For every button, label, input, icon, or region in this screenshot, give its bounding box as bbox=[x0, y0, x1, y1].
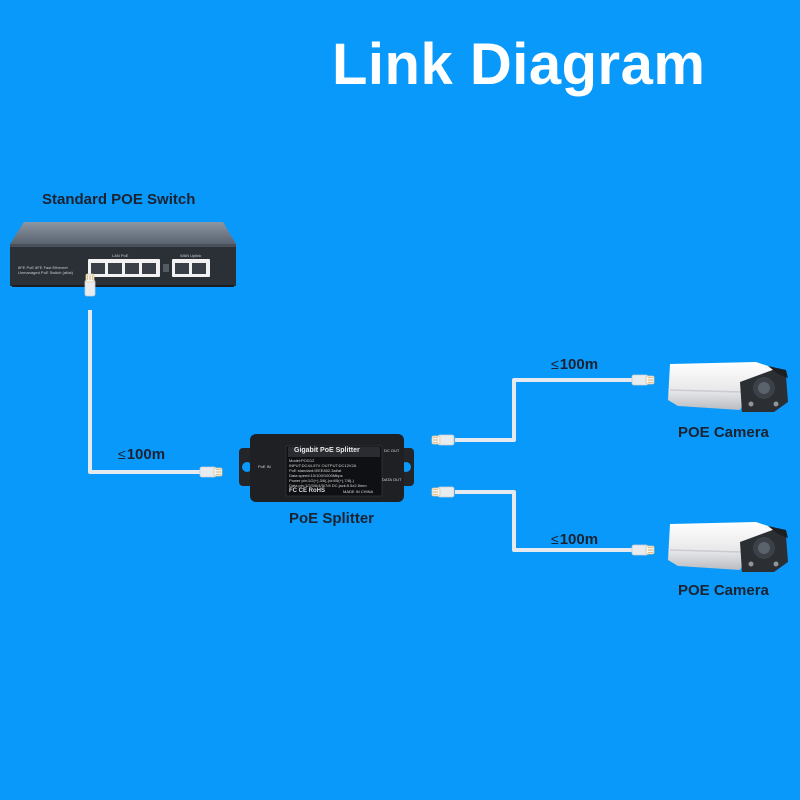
poe-switch bbox=[10, 222, 236, 287]
switch-port-group-lan: LAN PoE bbox=[112, 253, 129, 258]
distance-value: 100m bbox=[126, 446, 166, 463]
distance-label-splitter-camera-2: ≤100m bbox=[551, 531, 598, 548]
switch-lan-ports bbox=[88, 259, 160, 277]
splitter-port-in: PoE IN bbox=[258, 464, 271, 469]
cable-splitter-camera-2 bbox=[431, 486, 655, 556]
switch-panel-line: 8FE PoE 8FE Fast Ethernet bbox=[18, 265, 68, 270]
spec-line: INPUT:DC44-57V OUTPUT:DC12V2A bbox=[289, 463, 357, 468]
switch-port-group-wan: WAN Uplink bbox=[180, 253, 202, 258]
spec-line: Data speed:10/100/1000Mbps bbox=[289, 473, 343, 478]
distance-value: 100m bbox=[559, 356, 599, 373]
splitter-port-data-out: DATA OUT bbox=[382, 477, 402, 482]
poe-camera-1 bbox=[668, 362, 788, 412]
distance-value: 100m bbox=[559, 531, 599, 548]
splitter-panel-title: Gigabit PoE Splitter bbox=[294, 447, 360, 454]
diagram-title: Link Diagram bbox=[332, 32, 706, 97]
spec-line: Power pin:1/2(+),3/6(-)or4/5(+),7/8(-) bbox=[289, 478, 354, 483]
cable-splitter-camera-1 bbox=[431, 374, 655, 446]
spec-line: PoE standard:IEEE802.3af/at bbox=[289, 468, 342, 473]
less-equal-symbol: ≤ bbox=[118, 446, 126, 462]
splitter-label: PoE Splitter bbox=[289, 510, 375, 527]
switch-label: Standard POE Switch bbox=[42, 191, 196, 208]
splitter-certs: FC CE RoHS bbox=[289, 488, 325, 494]
poe-splitter bbox=[239, 434, 414, 502]
distance-label-switch-splitter: ≤100m bbox=[118, 446, 165, 463]
camera-2-label: POE Camera bbox=[678, 582, 769, 599]
splitter-spec-lines: Model:POG12 INPUT:DC44-57V OUTPUT:DC12V2… bbox=[289, 458, 367, 488]
switch-wan-ports bbox=[172, 259, 210, 277]
spec-line: Data pin:1/2/3/6/4/5/7/8 DC jack:5.5x2.5… bbox=[289, 483, 367, 488]
poe-camera-2 bbox=[668, 522, 788, 572]
spec-line: Model:POG12 bbox=[289, 458, 315, 463]
switch-panel-text: 8FE PoE 8FE Fast Ethernet Unmanaged PoE … bbox=[18, 265, 73, 275]
less-equal-symbol: ≤ bbox=[551, 356, 559, 372]
splitter-origin: MADE IN CHINA bbox=[343, 489, 374, 494]
cable-switch-splitter bbox=[84, 273, 223, 478]
splitter-port-dc-out: DC OUT bbox=[384, 448, 400, 453]
distance-label-splitter-camera-1: ≤100m bbox=[551, 356, 598, 373]
camera-1-label: POE Camera bbox=[678, 424, 769, 441]
less-equal-symbol: ≤ bbox=[551, 531, 559, 547]
switch-panel-line: Unmanaged PoE Switch (af/at) bbox=[18, 270, 73, 275]
